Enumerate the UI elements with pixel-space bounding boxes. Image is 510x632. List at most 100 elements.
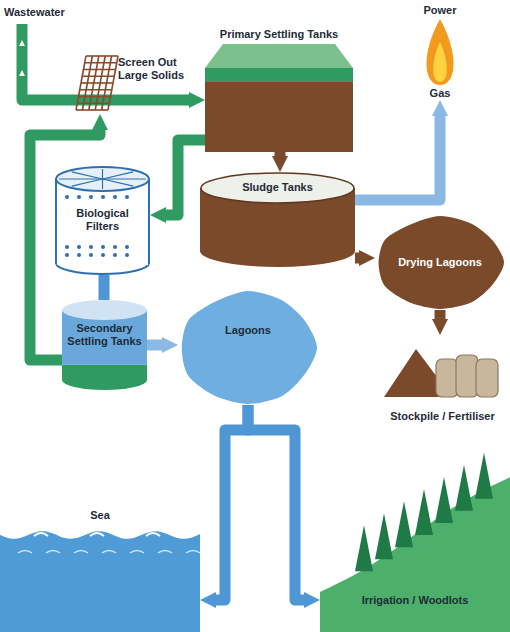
filter-dot	[77, 245, 81, 249]
sprinkler-arm	[102, 179, 103, 189]
filter-dot	[89, 253, 93, 257]
sprinkler-arm	[59, 178, 103, 179]
node-label: Sludge Tanks	[242, 181, 313, 194]
tree	[375, 513, 393, 559]
pipe-connector	[216, 405, 248, 600]
primary-tank-shape	[205, 28, 353, 152]
pipe-connector	[275, 152, 286, 156]
node-label: Sea	[90, 509, 110, 522]
tank-band	[205, 68, 353, 82]
lagoon-node-shape	[178, 290, 318, 405]
wave-crest	[6, 533, 20, 536]
node-label: Power	[423, 4, 456, 17]
filter-dot	[125, 195, 129, 199]
flow-mark	[19, 40, 25, 76]
tank-top	[201, 173, 354, 203]
node-label: Gas	[430, 87, 451, 100]
node-label: Biological Filters	[61, 206, 144, 234]
inlet-pipe	[22, 24, 192, 100]
screen-node: Screen Out Large Solids	[72, 52, 188, 114]
screen-bar	[76, 109, 108, 111]
tank-top	[62, 300, 147, 320]
node-label: Irrigation / Woodlots	[362, 594, 469, 607]
tree	[355, 525, 373, 571]
wave-crest	[90, 533, 104, 536]
screen-bar	[79, 96, 111, 98]
wave-crest	[102, 551, 116, 554]
tree	[475, 453, 493, 499]
filter-dot	[65, 195, 69, 199]
flame-outer	[426, 19, 453, 85]
filter-body-fill	[57, 259, 148, 265]
sludge-tank: Sludge Tanks	[200, 172, 355, 267]
tank-lower	[62, 365, 147, 380]
sea-node: Sea	[0, 505, 200, 632]
fertiliser-sack	[456, 355, 478, 397]
filter-dot	[113, 195, 117, 199]
filter-dot	[101, 253, 105, 257]
hill	[320, 477, 510, 632]
tree	[455, 465, 473, 511]
primary-tank: Primary Settling Tanks	[205, 28, 353, 152]
pipe-connector	[188, 95, 189, 106]
filter-dot	[113, 253, 117, 257]
screen-bar	[81, 82, 113, 84]
node-label: Drying Lagoons	[398, 256, 482, 269]
filter-dot	[101, 195, 105, 199]
wave-crest	[118, 533, 132, 536]
filter-dot	[89, 245, 93, 249]
node-label: Primary Settling Tanks	[220, 28, 338, 41]
flow-label: Wastewater	[4, 6, 65, 19]
screen-bar	[86, 55, 118, 57]
tree	[395, 501, 413, 547]
sprinkler-arm	[103, 178, 147, 179]
wave-crest	[158, 551, 172, 554]
sprinkler-arm	[103, 172, 134, 179]
wave-crest	[34, 533, 48, 536]
node-label: Lagoons	[225, 324, 271, 337]
fertiliser-sack	[476, 359, 498, 397]
filter-dot	[89, 195, 93, 199]
wave-crest	[186, 551, 200, 554]
filter-dot	[125, 245, 129, 249]
filter-dot	[65, 245, 69, 249]
pipe-connector	[355, 253, 359, 264]
tree	[435, 477, 453, 523]
wave-crest	[130, 551, 144, 554]
sea-node-shape	[0, 505, 200, 632]
irrigation-node: Irrigation / Woodlots	[320, 450, 510, 632]
screen-bar	[80, 89, 112, 91]
filter-dot	[113, 245, 117, 249]
pipe-connector	[147, 340, 162, 351]
pipe-connector	[166, 140, 205, 215]
lagoon	[182, 291, 317, 404]
lagoon-node: Lagoons	[178, 290, 318, 405]
pipe-connector	[99, 275, 110, 300]
gas-flame: PowerGas	[412, 4, 468, 100]
drying-lagoon-node: Drying Lagoons	[375, 215, 505, 310]
wave-crest	[174, 533, 188, 536]
sprinkler-arm	[72, 172, 103, 179]
node-label: Screen Out Large Solids	[118, 56, 186, 82]
wave-crest	[62, 533, 76, 536]
screen-bar	[84, 69, 116, 71]
filter-dot	[77, 195, 81, 199]
node-label: Secondary Settling Tanks	[66, 322, 143, 348]
secondary-tank: Secondary Settling Tanks	[62, 300, 147, 390]
filter-dot	[101, 245, 105, 249]
screen-grid	[76, 56, 118, 110]
sea-water	[0, 531, 200, 632]
pipe-connector	[248, 405, 304, 600]
drying-lagoon	[379, 216, 504, 309]
tree	[415, 489, 433, 535]
filter-top	[56, 167, 149, 191]
pipe-connector	[355, 116, 440, 200]
sprinkler-arm	[103, 179, 134, 186]
filter-dot	[77, 253, 81, 257]
wave-crest	[18, 551, 32, 554]
wave-crest	[46, 551, 60, 554]
pipe-connector	[435, 310, 446, 319]
sprinkler-arm	[102, 169, 103, 179]
tank-roof	[205, 44, 353, 68]
